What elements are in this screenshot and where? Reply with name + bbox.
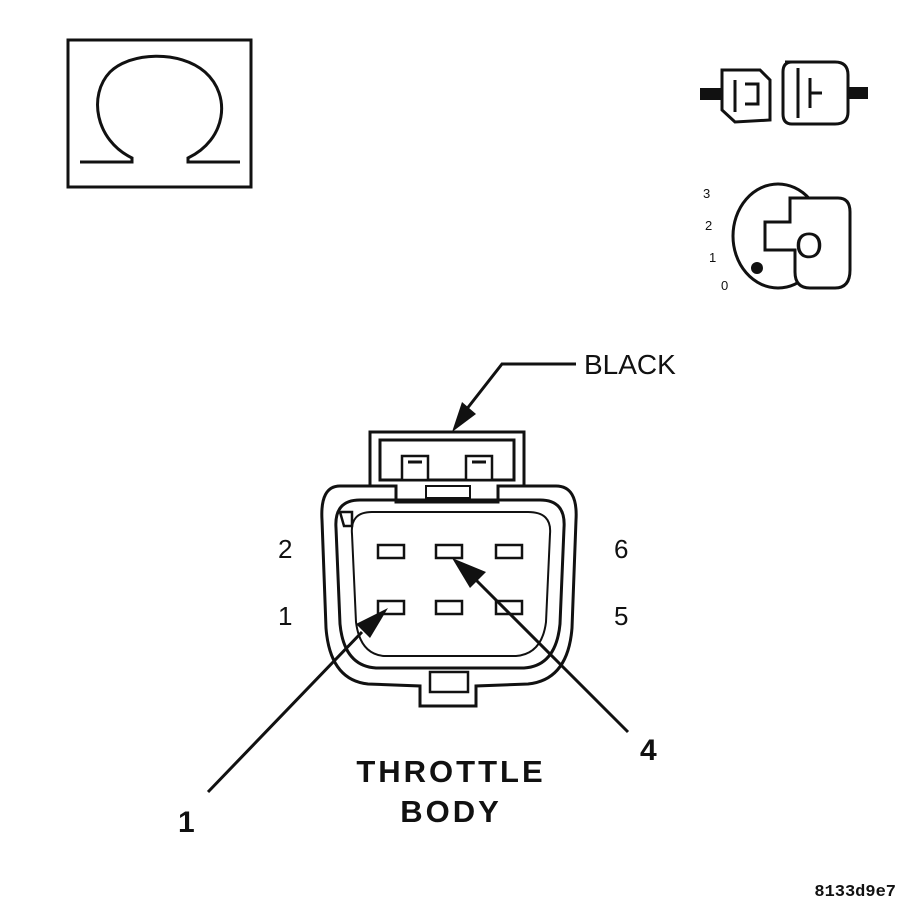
ignition-key-label: O <box>795 225 823 266</box>
callout-arrow-pin-1 <box>206 608 388 794</box>
pin-label-bottom-left: 1 <box>278 601 292 631</box>
ignition-position-2: 2 <box>705 218 712 233</box>
ignition-position-0: 0 <box>721 278 728 293</box>
figure-code: 8133d9e7 <box>814 883 896 902</box>
pin-cavity-2 <box>376 543 406 560</box>
pin-label-top-left: 2 <box>278 534 292 564</box>
pin-label-bottom-right: 5 <box>614 601 628 631</box>
callout-arrow-pin-4 <box>452 558 630 734</box>
callout-label-4: 4 <box>640 734 657 767</box>
connector-title-line1: THROTTLE <box>356 754 545 789</box>
connector-face-icon <box>320 430 578 708</box>
callout-label-1: 1 <box>178 806 195 839</box>
ignition-key-off-icon: 3 2 1 0 O <box>703 182 852 293</box>
pin-cavity-3 <box>434 599 464 616</box>
wire-color-leader-arrow <box>452 362 576 432</box>
ohm-meter-icon <box>66 38 253 189</box>
pin-label-top-right: 6 <box>614 534 628 564</box>
pin-cavity-4 <box>434 543 464 560</box>
pin-cavity-6 <box>494 543 524 560</box>
ignition-position-3: 3 <box>703 186 710 201</box>
ignition-position-1: 1 <box>709 250 716 265</box>
wire-color-label: BLACK <box>584 349 676 380</box>
disconnected-connector-icon <box>700 60 868 126</box>
connector-title-line2: BODY <box>400 794 502 829</box>
